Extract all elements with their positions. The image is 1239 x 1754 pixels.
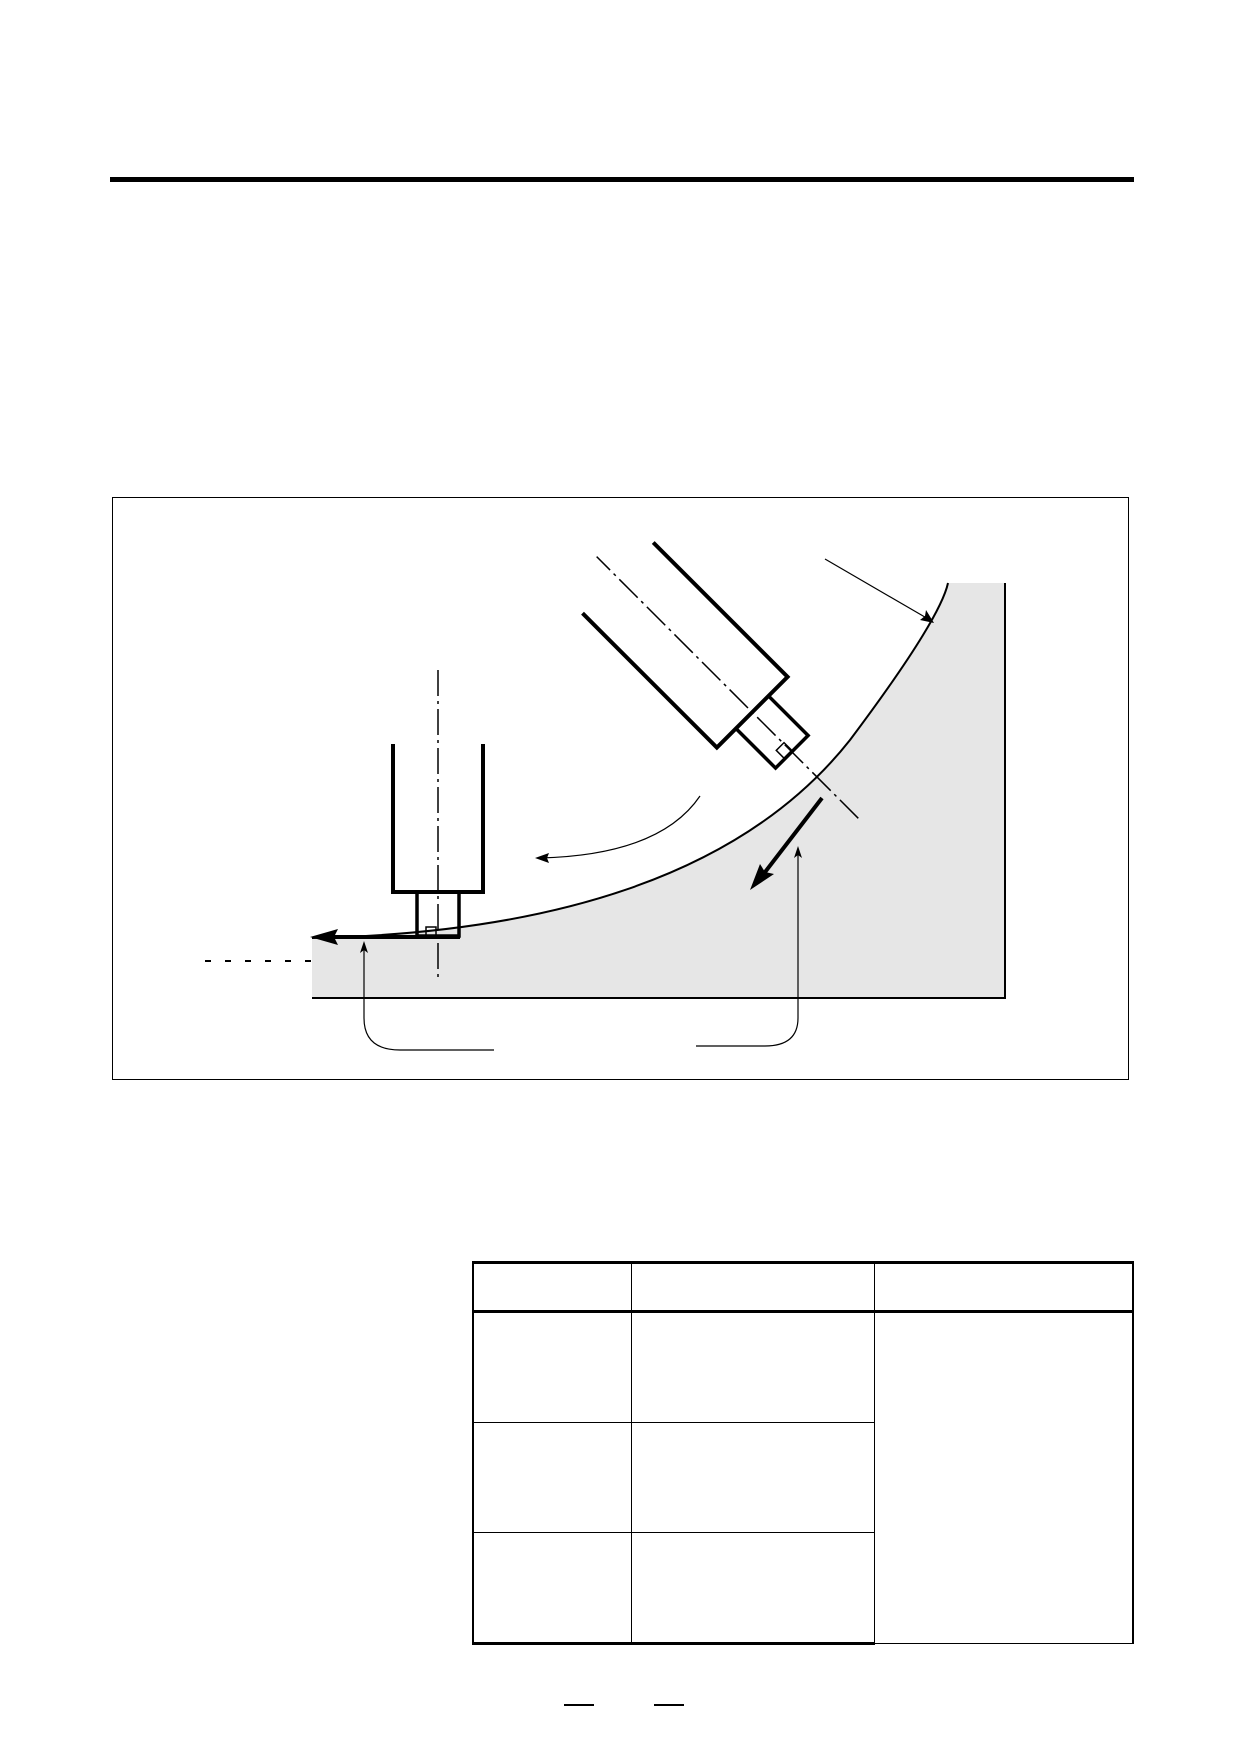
surface-leader — [824, 558, 931, 621]
table-cell-param — [472, 1422, 632, 1533]
footer-dash — [564, 1704, 594, 1706]
callout-leader-right — [696, 850, 799, 1047]
motion-arc — [539, 795, 701, 859]
feed-arrow-tilted — [760, 796, 824, 878]
curved-surface — [311, 582, 949, 939]
workpiece-outline — [312, 583, 1006, 999]
table-header-cell — [874, 1261, 1134, 1313]
header-rule — [110, 177, 1134, 182]
callout-leader-left — [363, 945, 494, 1051]
footer-dash — [654, 1704, 684, 1706]
table-cell-value — [631, 1532, 875, 1645]
parameter-table — [472, 1261, 1134, 1645]
table-cell-param — [472, 1311, 632, 1423]
table-row — [472, 1532, 1133, 1645]
table-cell-value — [631, 1422, 875, 1533]
figure-frame — [112, 497, 1129, 1080]
workpiece-shape — [312, 583, 1005, 998]
table-cell-value — [631, 1311, 875, 1423]
table-header-cell — [631, 1261, 875, 1313]
table-row — [472, 1311, 1134, 1644]
table-cell-merged-note — [874, 1311, 1134, 1644]
table-row — [472, 1422, 1133, 1533]
tilted-tool — [581, 541, 859, 819]
page-footer-marks — [0, 1704, 1239, 1714]
table-cell-param — [472, 1532, 632, 1645]
table-header-cell — [472, 1261, 632, 1313]
